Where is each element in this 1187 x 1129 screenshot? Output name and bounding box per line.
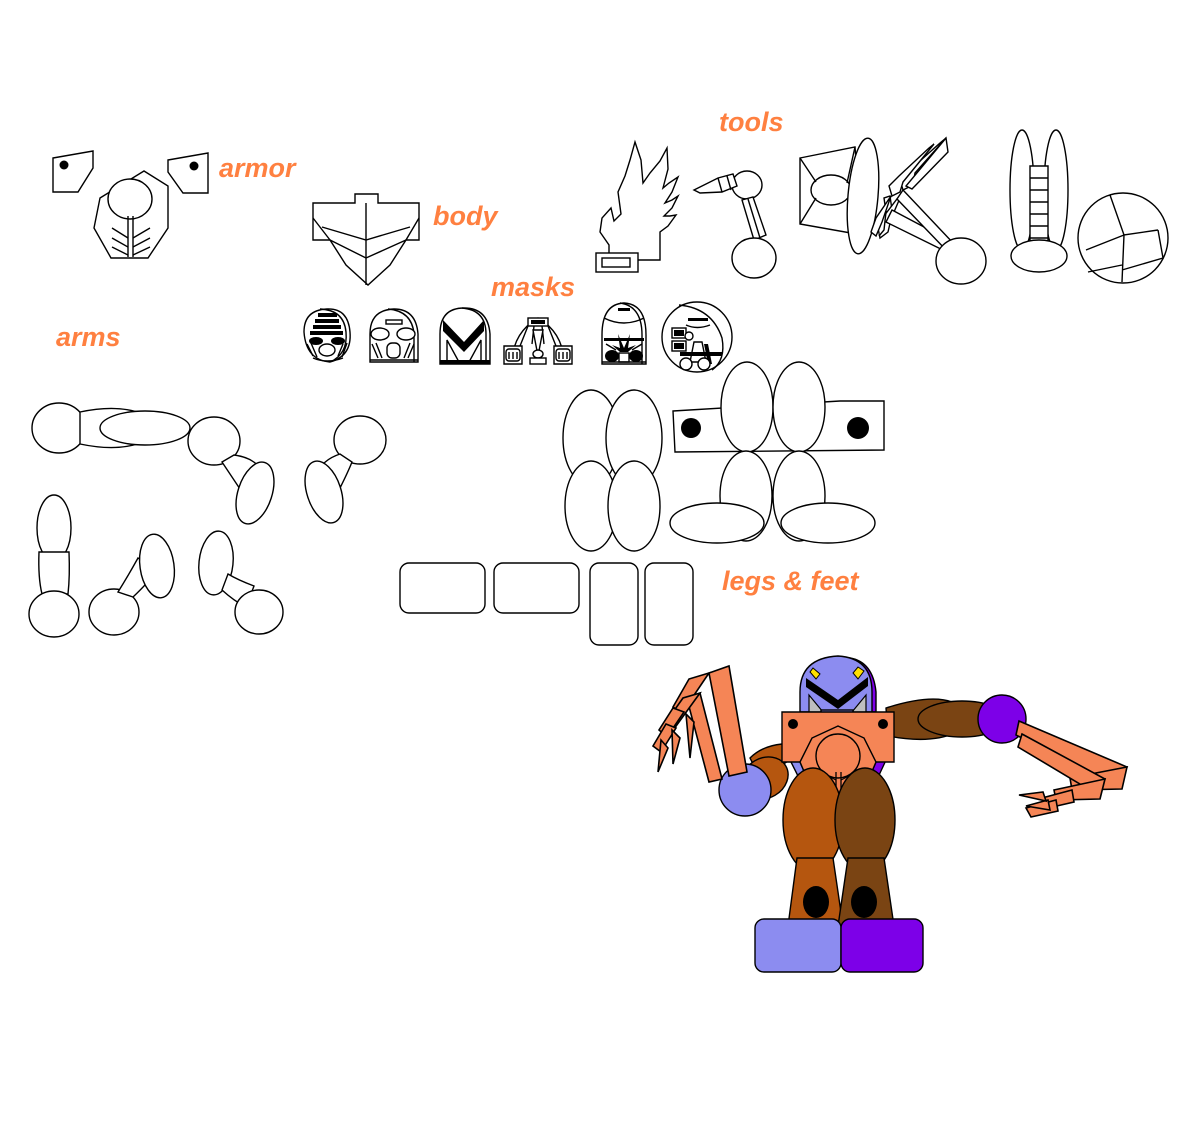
armor-shoulder-pad-left[interactable] (52, 150, 94, 193)
section-label-masks: masks (491, 272, 576, 302)
tool-sphere-shield[interactable] (1077, 192, 1169, 284)
robot-right-leg (834, 767, 896, 927)
arm-c[interactable] (298, 415, 387, 528)
body-torso-shell[interactable] (312, 193, 420, 286)
tool-fan-blade[interactable] (799, 137, 883, 255)
arm-f[interactable] (196, 529, 284, 635)
arm-a[interactable] (31, 402, 191, 454)
section-label-tools: tools (719, 107, 784, 137)
tool-hook-staff[interactable] (692, 170, 777, 279)
foot-tall-a[interactable] (589, 562, 639, 646)
arm-b[interactable] (187, 416, 281, 529)
foot-wide-b[interactable] (493, 562, 580, 614)
mask-smooth[interactable] (601, 302, 647, 365)
arm-e[interactable] (88, 532, 178, 636)
tool-flame-blade[interactable] (595, 139, 680, 273)
foot-tall-b[interactable] (644, 562, 694, 646)
tool-twin-spike[interactable] (1009, 129, 1069, 273)
section-label-armor: armor (219, 153, 296, 183)
mask-ridged[interactable] (303, 308, 351, 363)
robot-left-foot (754, 918, 842, 973)
legs-shin-pair[interactable] (669, 361, 876, 544)
robot-right-foot (840, 918, 924, 973)
robot-head (799, 655, 877, 721)
armor-shoulder-pad-right[interactable] (167, 152, 209, 194)
section-label-legs-and-feet: legs & feet (722, 566, 859, 596)
armor-chest-plate[interactable] (93, 170, 169, 259)
robot-left-leg (782, 767, 844, 927)
section-label-arms: arms (56, 322, 121, 352)
robot-right-hand-sphere (977, 694, 1027, 744)
robot-right-claw-tool (1015, 719, 1129, 818)
mask-breather[interactable] (503, 317, 573, 365)
robot-left-claw-tool (651, 664, 748, 783)
mask-round-eyes[interactable] (369, 308, 419, 363)
mask-tech[interactable] (661, 301, 733, 373)
mask-v-visor[interactable] (439, 307, 491, 365)
tool-three-claw[interactable] (870, 136, 987, 285)
arm-d[interactable] (28, 494, 80, 638)
foot-wide-a[interactable] (399, 562, 486, 614)
section-label-body: body (433, 201, 498, 231)
legs-thigh-pair[interactable] (562, 389, 663, 552)
